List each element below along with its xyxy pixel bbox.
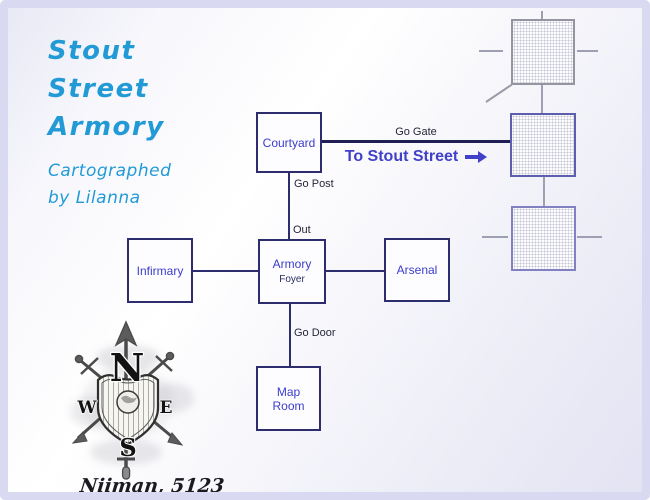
- ghost-connector-line: [541, 85, 543, 113]
- unexplored-room-box: [510, 113, 576, 177]
- ghost-exit-dash: [577, 50, 598, 52]
- post-connector-line: [288, 173, 290, 239]
- compass-rose: N W E S: [70, 320, 194, 480]
- ghost-exit-dash: [482, 236, 508, 238]
- room-box-armory-foyer: Armory Foyer: [258, 239, 326, 304]
- unexplored-room-box: [511, 19, 575, 85]
- map-title-line: Armory: [48, 112, 165, 142]
- unexplored-room-box: [511, 206, 576, 271]
- exit-label-go-post: Go Post: [294, 178, 334, 190]
- compass-north-letter: N: [110, 345, 145, 390]
- to-stout-street-note: To Stout Street: [322, 148, 510, 166]
- room-box-map-room: Map Room: [256, 366, 321, 431]
- room-label: Arsenal: [396, 263, 438, 277]
- map-title: Stout Street Armory: [48, 32, 268, 146]
- to-stout-street-text: To Stout Street: [344, 148, 459, 166]
- room-sublabel: Foyer: [279, 273, 305, 285]
- shield-icon: [96, 374, 160, 446]
- gate-connector-line: [322, 140, 510, 143]
- ghost-exit-dash: [479, 50, 503, 52]
- exit-label-go-door: Go Door: [294, 327, 336, 339]
- infirmary-connector-line: [193, 270, 258, 272]
- room-label: Map Room: [272, 384, 305, 413]
- credit-line: Cartographed: [48, 161, 172, 181]
- room-label: Courtyard: [262, 135, 316, 150]
- room-box-infirmary: Infirmary: [127, 238, 193, 303]
- compass-south-letter: S: [119, 433, 136, 462]
- credit-line: by Lilanna: [48, 188, 141, 208]
- exit-label-out: Out: [293, 224, 311, 236]
- cartographer-signature: Niiman, 5123: [78, 475, 226, 497]
- room-box-arsenal: Arsenal: [384, 238, 450, 302]
- room-label: Armory: [272, 256, 312, 271]
- ghost-exit-dash: [577, 236, 602, 238]
- room-box-courtyard: Courtyard: [256, 112, 322, 173]
- door-connector-line: [289, 304, 291, 366]
- cartographer-credit: Cartographed by Lilanna: [48, 158, 268, 212]
- exit-label-go-gate: Go Gate: [395, 126, 437, 138]
- map-title-line: Stout: [48, 36, 136, 66]
- right-arrow-icon: [465, 148, 488, 166]
- arsenal-connector-line: [326, 270, 384, 272]
- compass-west-letter: W: [76, 398, 97, 418]
- room-label: Infirmary: [136, 263, 184, 278]
- ghost-connector-line: [543, 177, 545, 206]
- map-title-line: Street: [48, 74, 149, 104]
- compass-east-letter: E: [160, 398, 173, 418]
- ghost-exit-dash: [541, 11, 543, 19]
- ghost-diagonal-exit-line: [485, 83, 513, 103]
